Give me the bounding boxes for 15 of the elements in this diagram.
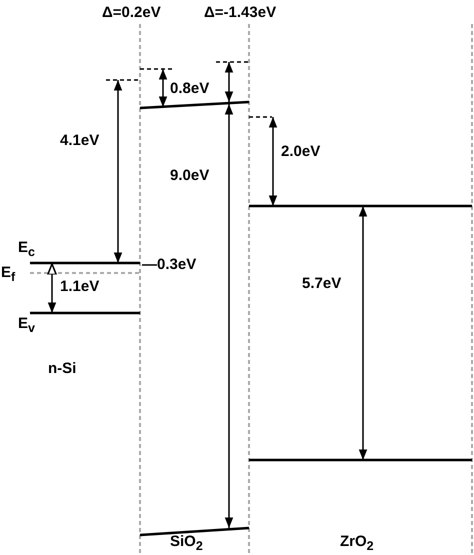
level-label: E$_{c}$ [18, 240, 35, 258]
delta-label: Δ=0.2eV [102, 5, 161, 20]
delta-label: Δ=-1.43eV [204, 5, 276, 20]
energy-label: 1.1eV [60, 279, 100, 294]
energy-label: 5.7eV [302, 276, 342, 291]
material-label: SiO$_{2}$ [170, 534, 203, 552]
material-label: n-Si [48, 361, 76, 376]
energy-label: 0.8eV [170, 81, 210, 96]
energy-label: 2.0eV [281, 144, 320, 159]
level-label: E$_{f}$ [1, 265, 16, 284]
material-label: ZrO$_{2}$ [340, 534, 374, 552]
energy-label: 4.1eV [60, 133, 100, 148]
energy-label: —0.3eV [142, 257, 196, 272]
energy-label: 9.0eV [170, 168, 210, 183]
level-label: E$_{v}$ [18, 316, 35, 334]
